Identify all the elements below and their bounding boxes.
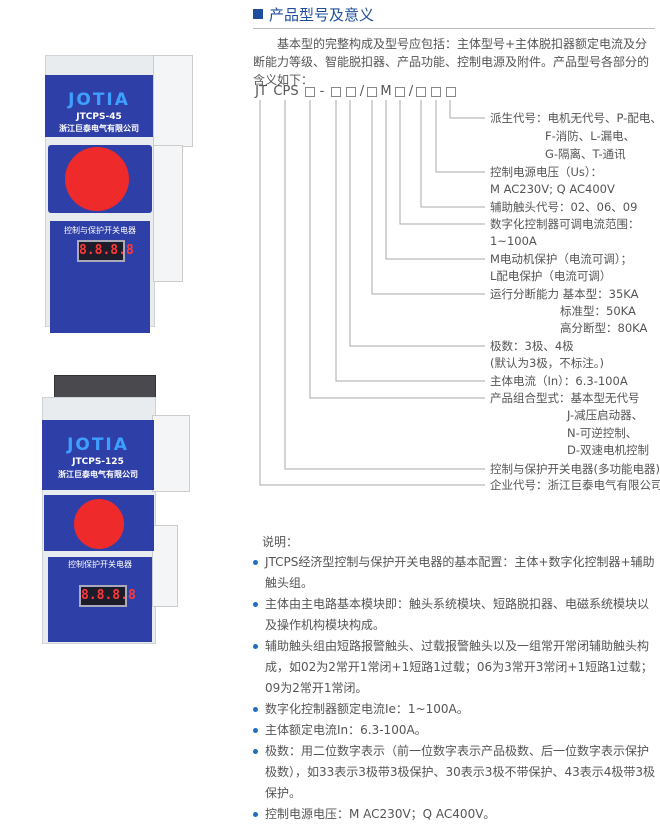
code-meaning-label: 企业代号：浙江巨泰电气有限公司 (490, 478, 660, 492)
rotary-knob (65, 147, 129, 211)
code-meaning-label: 主体电流（In）：6.3-100A (490, 374, 628, 388)
model-label: JTCPS-125 (72, 457, 124, 467)
code-meaning-label: (默认为3极，不标注。) (490, 356, 605, 370)
brand-logo: JOTIA (68, 90, 130, 110)
bullet-icon (253, 812, 258, 817)
code-token: - (319, 84, 325, 99)
product-image-jtcps-125: JOTIA JTCPS-125 浙江巨泰电气有限公司 控制保护开关电器 8.8.… (40, 375, 200, 645)
notes-heading: 说明： (262, 535, 299, 549)
code-meaning-label: D-双速电机控制 (567, 443, 650, 457)
note-text: 主体由主电路基本模块即：触头系统模块、短路脱扣器、电磁系统模块以及操作机构模块构… (265, 597, 650, 632)
bullet-icon (253, 602, 258, 607)
intro-paragraph: 基本型的完整构成及型号应包括：主体型号+主体脱扣器额定电流及分断能力等级、智能脱… (253, 37, 650, 87)
digital-display: 8.8.8.8 (77, 240, 134, 262)
note-item: 数字化控制器额定电流Ie：1~100A。 (252, 699, 657, 720)
note-item: 辅助触头组由短路报警触头、过载报警触头以及一组常开常闭辅助触头构成，如02为2常… (252, 636, 657, 699)
bullet-icon (253, 728, 258, 733)
code-placeholder-box (416, 87, 426, 97)
connector-line (335, 100, 485, 382)
company-label: 浙江巨泰电气有限公司 (59, 124, 139, 133)
note-item: 极数：用二位数字表示（前一位数字表示产品极数、后一位数字表示保护极数），如33表… (252, 741, 657, 804)
code-meaning-label: 派生代号：电机无代号、P-配电、 (490, 111, 660, 125)
code-meaning-label: 标准型：50KA (560, 304, 636, 318)
divider (253, 28, 655, 29)
note-item: JTCPS经济型控制与保护开关电器的基本配置：主体+数字化控制器+辅助触头组。 (252, 552, 657, 594)
rotary-knob (74, 499, 124, 549)
brand-logo: JOTIA (67, 435, 129, 455)
panel-title: 控制与保护开关电器 (64, 226, 136, 235)
connector-line (284, 100, 485, 470)
code-meaning-label: 控制与保护开关电器(多功能电器) (490, 462, 660, 476)
code-placeholder-box (305, 87, 315, 97)
code-meaning-label: 产品组合型式：基本型无代号 (490, 391, 640, 405)
note-item: 控制电源电压：M AC230V；Q AC400V。 (252, 804, 657, 825)
model-label: JTCPS-45 (76, 112, 122, 122)
note-text: 数字化控制器额定电流Ie：1~100A。 (265, 702, 469, 716)
connector-line (371, 100, 485, 295)
bullet-icon (253, 560, 258, 565)
code-meaning-label: M电动机保护（电流可调）； (490, 252, 633, 266)
code-meaning-label: 高分断型：80KA (560, 321, 648, 335)
connector-line (259, 100, 485, 486)
connector-line (435, 100, 485, 173)
connector-line (399, 100, 485, 225)
code-meaning-label: 数字化控制器可调电流范围： (490, 217, 640, 231)
code-meaning-label: 控制电源电压（Us）： (490, 165, 603, 179)
note-text: JTCPS经济型控制与保护开关电器的基本配置：主体+数字化控制器+辅助触头组。 (265, 555, 655, 590)
code-meaning-label: M AC230V; Q AC400V (490, 182, 615, 196)
code-token: / (408, 84, 414, 99)
note-text: 极数：用二位数字表示（前一位数字表示产品极数、后一位数字表示保护极数），如33表… (265, 744, 655, 800)
code-token: / (359, 84, 365, 99)
note-item: 主体额定电流In：6.3-100A。 (252, 720, 657, 741)
note-text: 控制电源电压：M AC230V；Q AC400V。 (265, 807, 496, 821)
code-meaning-label: J-减压启动器、 (567, 408, 644, 422)
code-placeholder-box (395, 87, 405, 97)
note-text: 辅助触头组由短路报警触头、过载报警触头以及一组常开常闭辅助触头构成，如02为2常… (265, 639, 653, 695)
digital-display: 8.8.8.8 (79, 585, 136, 607)
notes-list: JTCPS经济型控制与保护开关电器的基本配置：主体+数字化控制器+辅助触头组。主… (252, 552, 657, 825)
product-image-jtcps-45: JOTIA JTCPS-45 浙江巨泰电气有限公司 控制与保护开关电器 8.8.… (40, 55, 195, 335)
code-meaning-label: 辅助触头代号：02、06、09 (490, 200, 638, 214)
square-bullet-icon (253, 9, 263, 19)
connector-line (309, 100, 485, 399)
note-item: 主体由主电路基本模块即：触头系统模块、短路脱扣器、电磁系统模块以及操作机构模块构… (252, 594, 657, 636)
connector-line (385, 100, 485, 260)
code-meaning-label: F-消防、L-漏电、 (545, 129, 636, 143)
code-meaning-label: 运行分断能力 基本型：35KA (490, 287, 639, 301)
code-placeholder-box (431, 87, 441, 97)
code-meaning-label: 极数：3极、4极 (490, 339, 574, 353)
code-meaning-label: N-可逆控制、 (567, 426, 638, 440)
connector-line (420, 100, 485, 208)
code-placeholder-box (346, 87, 356, 97)
section-title-text: 产品型号及意义 (269, 6, 375, 24)
code-meaning-label: L配电保护（电流可调） (490, 269, 612, 283)
bullet-icon (253, 749, 258, 754)
code-token: JT (255, 84, 267, 99)
section-title: 产品型号及意义 (253, 6, 374, 24)
connector-line (349, 100, 485, 347)
bullet-icon (253, 644, 258, 649)
note-text: 主体额定电流In：6.3-100A。 (265, 723, 427, 737)
bullet-icon (253, 707, 258, 712)
code-token: M (380, 84, 392, 99)
company-label: 浙江巨泰电气有限公司 (58, 470, 138, 479)
code-placeholder-box (446, 87, 456, 97)
code-meaning-label: G-隔离、T-通讯 (545, 147, 626, 161)
model-code-connectors (259, 100, 485, 486)
connector-line (449, 100, 485, 119)
panel-title: 控制保护开关电器 (68, 560, 132, 569)
code-placeholder-box (331, 87, 341, 97)
code-token: CPS (273, 84, 299, 99)
code-meaning-label: 1~100A (490, 234, 537, 248)
code-placeholder-box (367, 87, 377, 97)
